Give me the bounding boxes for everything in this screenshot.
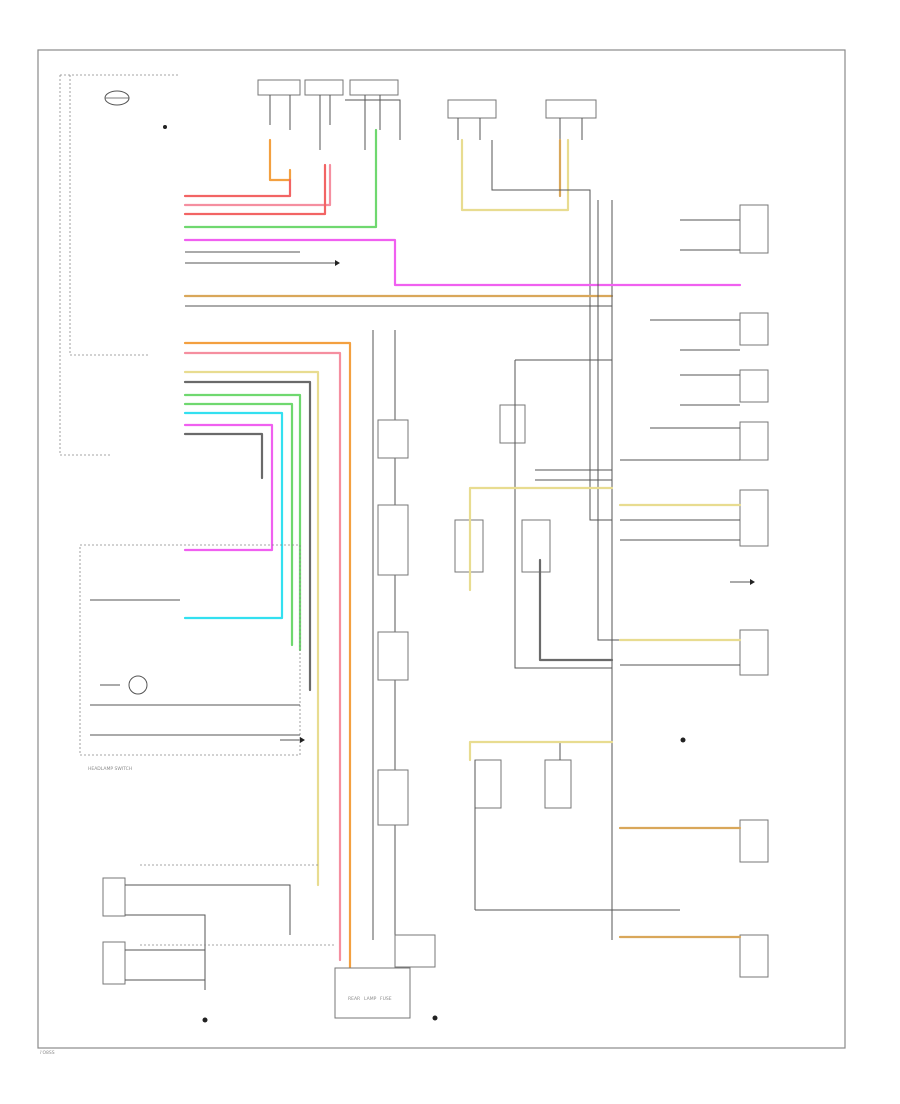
wire-pink-1 — [183, 163, 332, 207]
bottom-left-relays — [102, 864, 335, 990]
lower-relay-block — [474, 741, 680, 911]
wire-magenta-1 — [183, 238, 614, 287]
middle-relay-block — [454, 359, 612, 669]
wire-gray-sensor — [491, 140, 612, 521]
wire-orange-top — [268, 138, 292, 182]
wire-red-1 — [183, 178, 292, 198]
headlamp-switch-label: HEADLAMP SWITCH — [88, 766, 132, 772]
top-sensor-group — [447, 99, 597, 140]
right-component-stack — [739, 204, 769, 978]
top-relay-group — [257, 79, 401, 150]
wire-gray-middle — [538, 558, 614, 662]
ground-symbol-right — [730, 579, 755, 585]
fuse-label-2: FUSE — [380, 996, 392, 1002]
wire-green-1 — [183, 168, 378, 229]
right-feed-lines — [620, 219, 740, 666]
center-components — [377, 419, 409, 826]
wire-yellow-mid — [183, 370, 320, 887]
instrument-cluster-outline — [59, 74, 180, 456]
trunk-right-2 — [597, 200, 740, 641]
wire-gray-1 — [183, 380, 312, 692]
fuse-box: REAR LAMP FUSE — [334, 934, 436, 1019]
fuse-label-1: LAMP — [364, 996, 377, 1002]
headlamp-switch — [79, 544, 301, 756]
fuse-label-0: REAR — [348, 996, 360, 1002]
ground-dot-bottom-center — [432, 1015, 438, 1021]
ground-dot-bottom-left — [202, 1017, 208, 1023]
wire-gray-2 — [183, 432, 264, 480]
footer-code: i'O8SS — [40, 1050, 55, 1056]
wire-yellow-lower — [468, 740, 614, 762]
wire-green-3 — [183, 402, 294, 647]
cluster-ground-dot — [163, 125, 167, 129]
wire-magenta-2 — [183, 423, 274, 552]
ground-symbol-left — [280, 737, 305, 743]
wire-yellow-sensor — [460, 138, 570, 212]
wire-red-2 — [183, 163, 327, 216]
ground-symbol-1 — [320, 260, 340, 266]
wire-yellow-middle — [468, 486, 614, 592]
diagram-frame — [37, 49, 846, 1049]
cluster-lamp-icon — [104, 90, 130, 106]
wire-pink-lower — [183, 351, 342, 962]
wire-orange-lower — [183, 341, 352, 972]
ground-dot-mid-right — [680, 737, 686, 743]
wire-cyan — [183, 411, 284, 620]
